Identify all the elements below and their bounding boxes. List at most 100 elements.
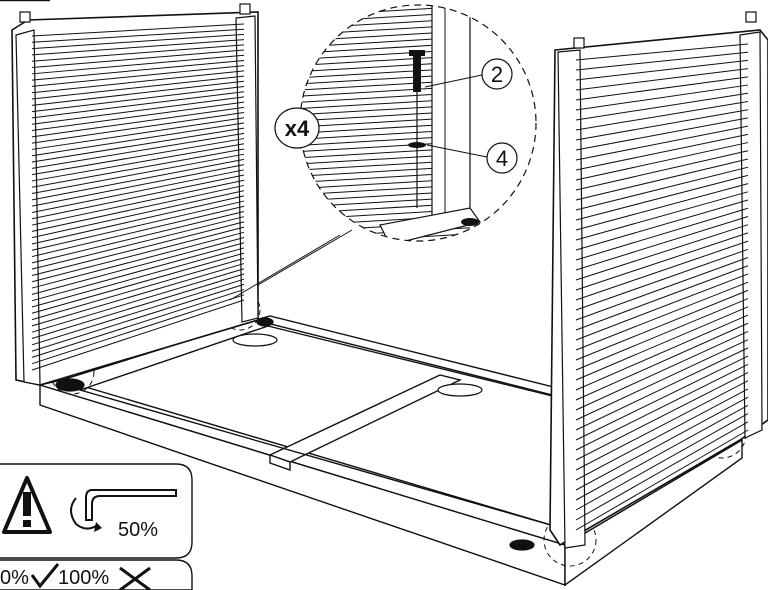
slat [575,355,749,441]
slat [575,174,749,221]
check-icon [30,563,60,589]
allen-key-icon [70,489,177,532]
slat [575,372,749,461]
slat [31,96,245,125]
slat [31,268,245,333]
torque-bad-label: 100% [58,567,109,589]
slat [575,158,749,201]
slat [575,76,749,101]
slat [575,199,749,251]
slat [31,231,245,289]
slat [575,92,749,121]
torque-percent-label: 50% [118,519,158,541]
slat [575,413,749,511]
slat [575,347,749,431]
slat [575,207,749,261]
slat [31,216,245,270]
slat [575,281,749,351]
slat [575,339,749,421]
slat [31,221,245,276]
slat [31,138,245,176]
slat [575,363,749,451]
torque-guide-box: 0% 100% [0,559,193,590]
slat [31,106,245,138]
torque-ok-label: 0% [0,567,29,589]
slat [575,109,749,141]
left-slat-panel [11,3,259,386]
slat [31,205,245,258]
slat [31,117,245,150]
slat [31,80,245,106]
slat [575,133,749,171]
slat [31,158,245,201]
slat [575,429,749,531]
slat [31,174,245,220]
warning-triangle-icon [2,476,52,534]
slat [31,184,245,232]
slat [31,23,245,37]
slat [31,169,245,213]
slat [575,240,749,301]
slat [575,314,749,391]
slat [575,388,749,481]
slat [31,190,245,239]
slat [575,421,749,521]
quantity-badge [274,107,320,149]
slat [575,150,749,191]
slat [31,44,245,62]
slat [31,122,245,157]
slat [575,273,749,341]
slat [31,294,245,365]
slat [31,226,245,283]
slat [31,132,245,169]
slat [31,299,245,371]
slat [31,200,245,251]
slat [31,252,245,314]
slat [31,49,245,69]
slat [575,404,749,501]
detail-callout: x4 2 4 [229,4,537,301]
slat [31,195,245,245]
slat [31,54,245,75]
slat [31,237,245,295]
slat [575,142,749,181]
slat [575,298,749,371]
part-2-marker [481,58,513,90]
slat [31,91,245,119]
slat [575,59,749,81]
slat [575,224,749,281]
slat [575,125,749,161]
slat [575,248,749,311]
slat [575,84,749,111]
slat [31,101,245,132]
slat [31,273,245,339]
slat [31,257,245,321]
part-2-label: 2 [491,62,503,87]
slat [31,210,245,264]
slat [575,43,749,61]
slat [575,306,749,381]
slat [575,51,749,71]
warning-box: 50% [0,463,193,559]
slat [31,242,245,302]
slat [31,70,245,94]
slat [31,143,245,182]
slat [31,127,245,163]
slat [575,380,749,471]
slat [31,283,245,352]
slat [575,322,749,401]
slat [575,68,749,91]
slat [31,153,245,195]
slat [575,289,749,361]
slat [31,65,245,87]
right-slat-panel [549,11,768,549]
slat [575,100,749,131]
slat [575,396,749,491]
slat [31,148,245,188]
slat [31,179,245,226]
slat [31,263,245,327]
slat [575,232,749,291]
slat [575,166,749,211]
slat [31,278,245,346]
